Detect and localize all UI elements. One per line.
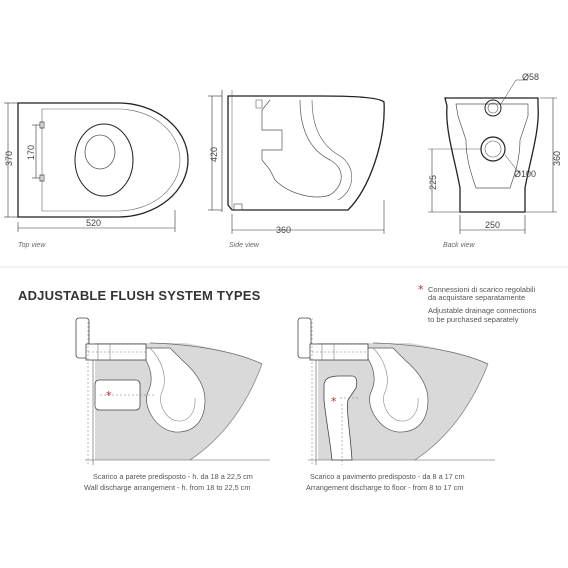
floor-caption-it: Scarico a pavimento predisposto - da 8 a… xyxy=(310,472,465,481)
back-diam-small: Ø58 xyxy=(522,72,539,82)
note-star: * xyxy=(418,283,424,296)
side-length-dim: 360 xyxy=(276,225,291,235)
back-diam-large: Ø100 xyxy=(514,169,536,179)
note-en-line1: Adjustable drainage connections xyxy=(428,306,537,315)
floor-star: * xyxy=(331,395,337,408)
top-view: 370 170 520 Top view xyxy=(4,102,189,249)
floor-caption-en: Arrangement discharge to floor - from 8 … xyxy=(306,483,463,492)
side-view-label: Side view xyxy=(229,242,260,249)
note-en-line2: to be purchased separately xyxy=(428,315,519,324)
wall-discharge-diagram: * Scarico a parete predisposto - h. da 1… xyxy=(75,317,270,492)
top-inner-dim: 170 xyxy=(26,145,36,160)
note-it-line2: da acquistare separatamente xyxy=(428,293,525,302)
side-height-dim: 420 xyxy=(209,147,219,162)
floor-discharge-diagram: * Scarico a pavimento predisposto - da 8… xyxy=(297,317,495,492)
back-width-dim: 250 xyxy=(485,220,500,230)
back-h-full: 360 xyxy=(552,151,562,166)
wall-star: * xyxy=(106,389,112,402)
side-view: 420 360 Side view xyxy=(208,90,385,249)
wall-caption-it: Scarico a parete predisposto - h. da 18 … xyxy=(93,472,253,481)
top-view-label: Top view xyxy=(18,242,46,249)
top-depth-dim: 370 xyxy=(4,151,14,166)
section-title: ADJUSTABLE FLUSH SYSTEM TYPES xyxy=(18,288,261,303)
back-view-label: Back view xyxy=(443,242,475,249)
wall-caption-en: Wall discharge arrangement - h. from 18 … xyxy=(84,483,250,492)
top-width-dim: 520 xyxy=(86,218,101,228)
back-view: Ø58 Ø100 225 360 250 Back view xyxy=(428,72,562,249)
back-h-center: 225 xyxy=(428,175,438,190)
note-it-line1: Connessioni di scarico regolabili xyxy=(428,285,535,294)
